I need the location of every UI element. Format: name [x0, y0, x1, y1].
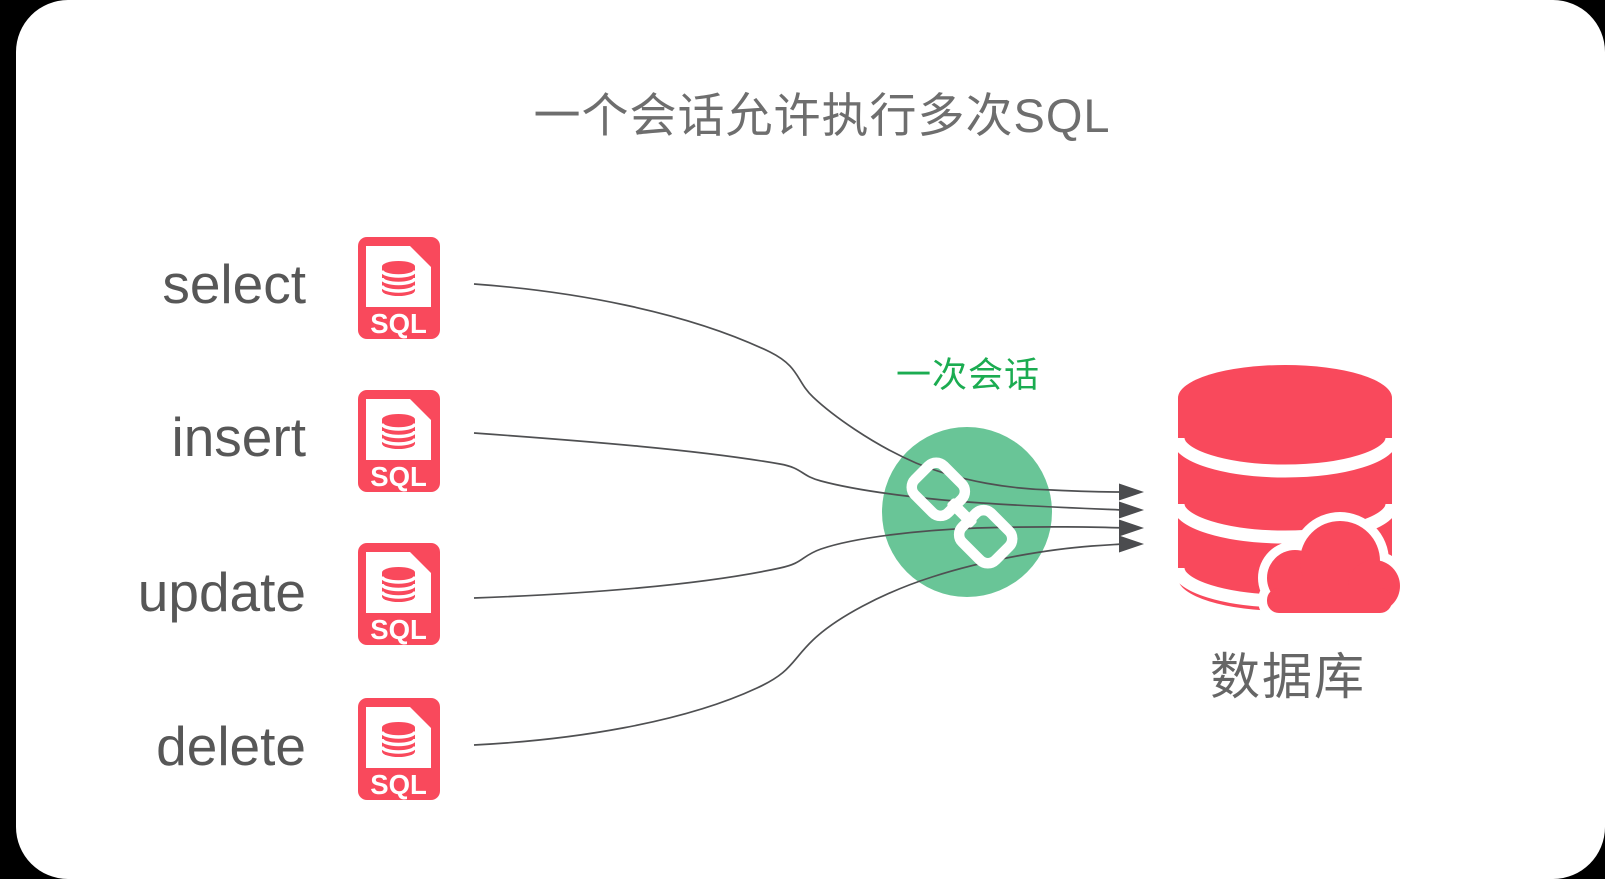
page-title: 一个会话允许执行多次SQL — [533, 89, 1111, 142]
row-label-select: select — [162, 253, 306, 315]
connector-line-select — [473, 283, 1125, 493]
connector-lines — [473, 283, 1125, 746]
connector-line-insert — [473, 432, 1125, 511]
arrow-icon — [1119, 483, 1144, 501]
sql-file-icon-insert — [358, 390, 440, 492]
connector-line-update — [473, 526, 1125, 599]
row-label-insert: insert — [171, 406, 307, 468]
arrow-icon — [1119, 535, 1144, 553]
row-label-delete: delete — [156, 715, 306, 777]
chain-link-icon — [906, 457, 1018, 569]
sql-file-icon-select — [358, 237, 440, 339]
database-label: 数据库 — [1210, 649, 1366, 705]
cloud-icon — [1267, 521, 1400, 613]
arrow-icons — [1119, 483, 1144, 553]
connector-line-delete — [473, 543, 1125, 746]
database-cylinder-icon — [1171, 365, 1409, 622]
sql-file-icon-delete — [358, 698, 440, 800]
arrow-icon — [1119, 501, 1144, 519]
sql-file-icon-update — [358, 543, 440, 645]
row-label-update: update — [137, 561, 306, 623]
session-label: 一次会话 — [895, 356, 1040, 395]
arrow-icon — [1119, 519, 1144, 537]
chain-link-bar — [947, 498, 977, 528]
